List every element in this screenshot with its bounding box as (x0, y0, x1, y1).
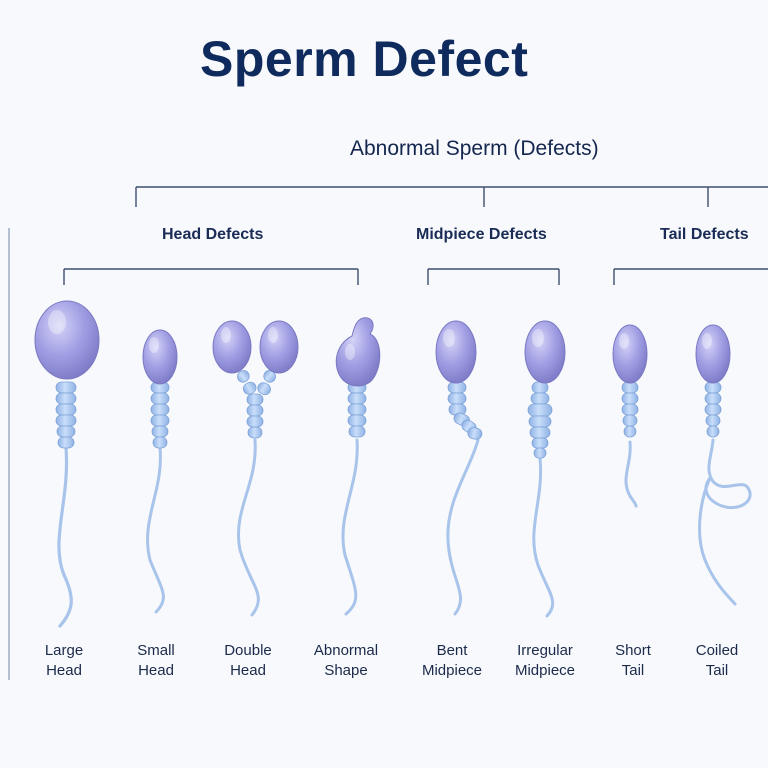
midpiece-group-bracket (427, 268, 560, 285)
label-line-2: Head (138, 662, 174, 679)
sperm-bent-midpiece (435, 320, 483, 616)
sperm-large-head (34, 300, 100, 628)
label-line-2: Midpiece (421, 662, 483, 679)
sperm-abnormal-shape (335, 317, 381, 616)
head-group-bracket (63, 268, 359, 285)
item-label-irregular-midpiece: Irregular Midpiece (505, 641, 585, 681)
sperm-short-tail (612, 324, 648, 508)
label-line-2: Head (46, 662, 82, 679)
item-label-abnormal-shape: Abnormal Shape (304, 641, 388, 681)
label-line-2: Tail (705, 662, 729, 679)
label-line-2: Tail (621, 662, 645, 679)
sperm-irregular-midpiece (524, 320, 566, 618)
label-line-1: Double (224, 642, 272, 659)
item-label-large-head: Large Head (28, 641, 100, 681)
label-line-1: Large (44, 642, 84, 659)
main-bracket (135, 186, 768, 207)
diagram-title: Sperm Defect (200, 31, 529, 87)
label-line-1: Irregular (517, 642, 573, 659)
sperm-double-head (212, 320, 299, 617)
item-label-small-head: Small Head (120, 641, 192, 681)
sperm-small-head (142, 329, 178, 614)
group-tail-defects-label: Tail Defects (660, 226, 749, 243)
sperm-coiled-tail (695, 324, 752, 606)
tail-group-bracket (613, 268, 768, 285)
label-line-2: Shape (324, 662, 368, 679)
diagram-subtitle: Abnormal Sperm (Defects) (350, 137, 599, 160)
label-line-1: Coiled (695, 642, 739, 659)
group-midpiece-defects-label: Midpiece Defects (416, 226, 547, 243)
item-label-double-head: Double Head (212, 641, 284, 681)
group-head-defects-label: Head Defects (162, 226, 264, 243)
label-line-2: Head (230, 662, 266, 679)
label-line-2: Midpiece (514, 662, 576, 679)
label-line-1: Small (137, 642, 175, 659)
label-line-1: Abnormal (313, 642, 379, 659)
item-label-coiled-tail: Coiled Tail (684, 641, 750, 681)
label-line-1: Short (615, 642, 651, 659)
label-line-1: Bent (436, 642, 468, 659)
item-label-short-tail: Short Tail (600, 641, 666, 681)
item-label-bent-midpiece: Bent Midpiece (412, 641, 492, 681)
